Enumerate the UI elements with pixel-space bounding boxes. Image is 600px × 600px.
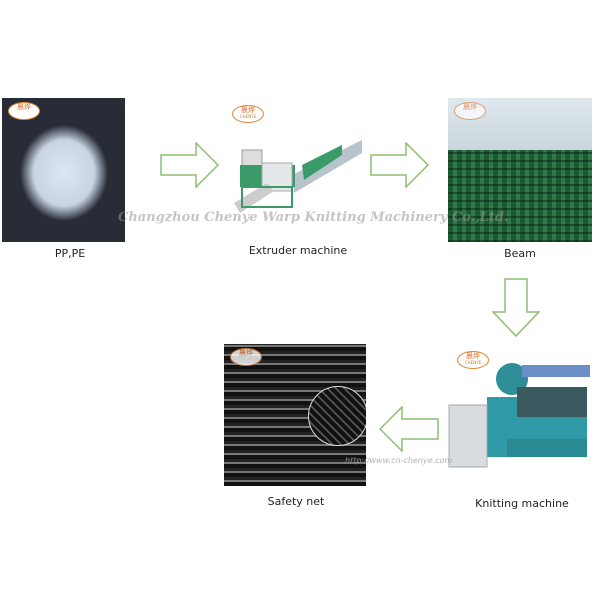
right-arrow-icon (370, 142, 430, 188)
url-watermark: http://www.cn-chenye.com (345, 456, 453, 465)
pp-pe-pellets-image: 晨烨 (2, 98, 125, 242)
beam-image: 晨烨 (448, 98, 592, 242)
chenye-logo: 晨烨 (454, 102, 486, 120)
chenye-logo: 晨烨 (8, 102, 40, 120)
left-arrow-icon (378, 406, 439, 452)
company-watermark: Changzhou Chenye Warp Knitting Machinery… (118, 210, 509, 225)
safety-net-image: 晨烨 (224, 344, 366, 486)
down-arrow-icon (492, 278, 540, 338)
step-label-extruder: Extruder machine (248, 244, 348, 257)
magnified-detail (308, 386, 366, 446)
step-label-beam: Beam (504, 247, 536, 260)
step-label-knitting: Knitting machine (475, 497, 569, 510)
chenye-logo: 晨烨 (230, 348, 262, 366)
step-label-pp-pe: PP,PE (54, 247, 86, 260)
right-arrow-icon (160, 142, 220, 188)
step-label-safety-net: Safety net (267, 495, 325, 508)
